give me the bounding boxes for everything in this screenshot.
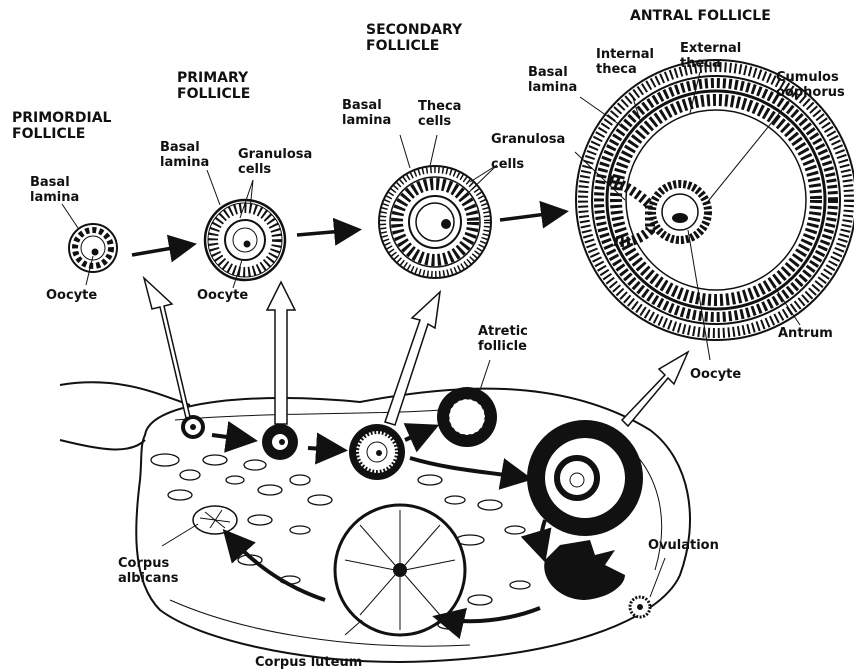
ovary-primordial — [183, 417, 203, 437]
secondary-title: SECONDARY FOLLICLE — [366, 22, 462, 54]
corpus-luteum-label: Corpus luteum — [255, 655, 362, 670]
antral-antrum-label: Antrum — [778, 326, 833, 341]
primordial-oocyte-label: Oocyte — [46, 288, 97, 303]
primary-basal-lamina-label: Basal lamina — [160, 140, 209, 170]
ovary-primary — [262, 424, 298, 460]
primary-granulosa-label: Granulosa cells — [238, 147, 312, 177]
secondary-granulosa-label: Granulosa cells — [491, 127, 565, 177]
ovary-ruptured-follicle — [544, 540, 625, 600]
antral-external-theca-label: External theca — [680, 41, 741, 71]
growth-arrows — [132, 212, 562, 255]
ovary-secondary — [349, 424, 405, 480]
corpus-albicans-label: Corpus albicans — [118, 556, 178, 586]
secondary-theca-label: Theca cells — [418, 99, 461, 129]
ovary-antral — [527, 420, 643, 536]
primordial-basal-lamina-label: Basal lamina — [30, 175, 79, 205]
antral-cumulus-label: Cumulos oophorus — [776, 70, 845, 100]
antral-internal-theca-label: Internal theca — [596, 47, 654, 77]
ovulated-oocyte — [630, 597, 650, 617]
antral-oocyte-label: Oocyte — [690, 367, 741, 382]
secondary-basal-lamina-label: Basal lamina — [342, 98, 391, 128]
primary-oocyte-label: Oocyte — [197, 288, 248, 303]
primary-title: PRIMARY FOLLICLE — [177, 70, 250, 102]
antral-title: ANTRAL FOLLICLE — [630, 8, 771, 24]
primary-follicle — [205, 200, 285, 280]
ovary-atretic — [437, 387, 497, 447]
ovary-corpus-albicans — [193, 506, 237, 534]
atretic-follicle-label: Atretic follicle — [478, 324, 528, 354]
ovulation-label: Ovulation — [648, 538, 719, 553]
antral-follicle — [576, 60, 854, 340]
primordial-title: PRIMORDIAL FOLLICLE — [12, 110, 111, 142]
primordial-follicle — [69, 224, 117, 272]
ovary-corpus-luteum — [335, 505, 465, 635]
antral-basal-lamina-label: Basal lamina — [528, 65, 577, 95]
secondary-follicle — [379, 166, 491, 278]
